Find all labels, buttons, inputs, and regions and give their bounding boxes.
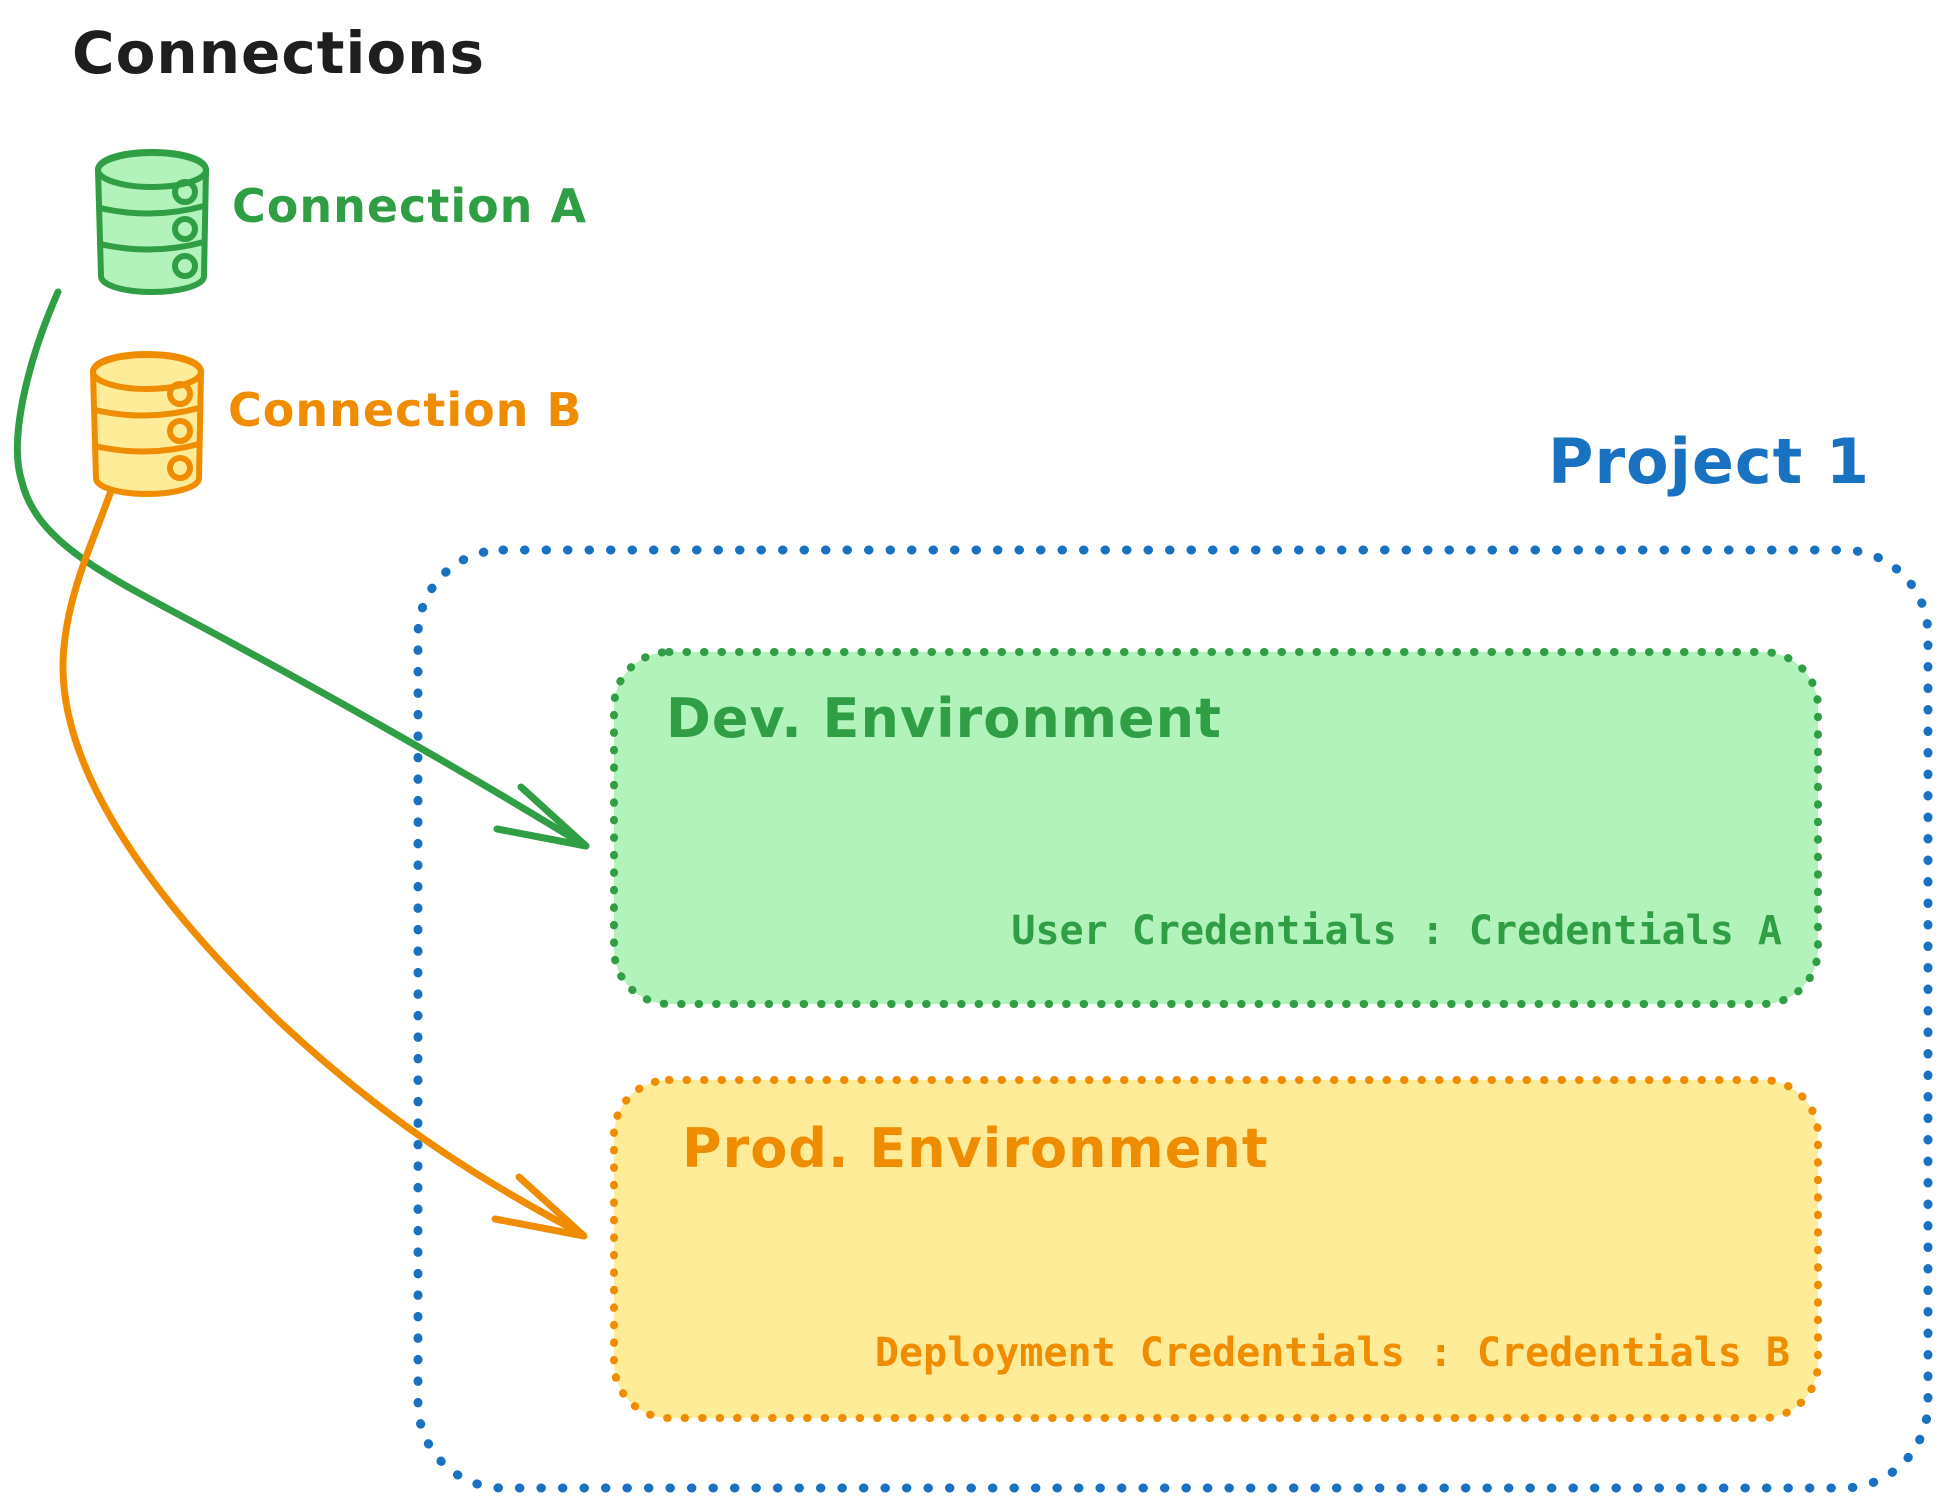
dev-environment-credentials: User Credentials : Credentials A [1011, 908, 1782, 954]
prod-environment-credentials: Deployment Credentials : Credentials B [874, 1330, 1790, 1376]
connections-heading: Connections [72, 19, 485, 87]
prod-environment-box [610, 1076, 1822, 1422]
connection-a-database-icon [98, 152, 206, 292]
connection-a-to-dev-arrow [13, 288, 590, 850]
project-1-container-box [413, 545, 1933, 1493]
project-1-label: Project 1 [1548, 425, 1871, 498]
connection-b-arrow-line [59, 484, 586, 1238]
dev-environment-box [610, 648, 1822, 1008]
connection-b-to-prod-arrow [59, 484, 588, 1240]
connection-a-arrow-line [13, 288, 588, 849]
prod-environment-title: Prod. Environment [682, 1117, 1269, 1180]
connection-b-database-icon [93, 354, 201, 494]
connection-b-arrowhead-icon [491, 1173, 588, 1240]
dev-environment-title: Dev. Environment [666, 687, 1222, 750]
connection-a-arrowhead-icon [493, 783, 590, 850]
connection-a-label: Connection A [232, 179, 588, 233]
connection-b-label: Connection B [228, 383, 583, 437]
